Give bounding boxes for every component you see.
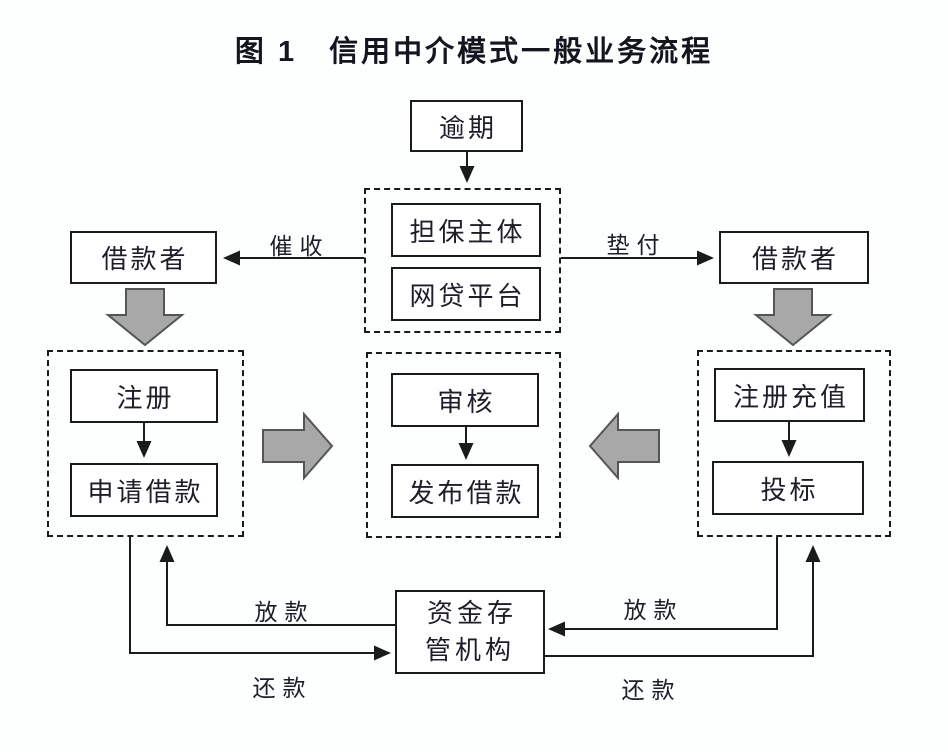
node-bid: 投标 [712,461,864,515]
block-arrow-right [262,411,334,481]
edge-label-disburse-right: 放款 [623,598,684,623]
node-apply-loan: 申请借款 [70,463,218,517]
node-register-recharge: 注册充值 [714,368,865,422]
edge-label-repay-left: 还款 [252,676,313,701]
node-fund-custodian: 资金存管机构 [395,590,545,674]
block-arrow-down-right [753,288,833,347]
node-guarantor: 担保主体 [391,203,541,257]
edge-label-disburse-left: 放款 [254,600,315,625]
fund-custodian-label: 资金存管机构 [424,598,518,665]
node-borrower-right: 借款者 [719,231,869,284]
group-platform-entities [364,188,561,333]
node-review: 审核 [391,373,539,427]
edge-label-advance-payment: 垫付 [606,233,667,258]
node-overdue: 逾期 [410,100,523,152]
group-investor-actions [697,350,891,537]
block-arrow-left [588,411,660,481]
figure-title: 图 1 信用中介模式一般业务流程 [234,36,714,68]
block-arrow-down-left [105,288,185,347]
node-publish-loan: 发布借款 [391,464,539,518]
node-borrower-left: 借款者 [70,231,217,284]
node-lending-platform: 网贷平台 [391,267,541,321]
group-borrower-actions [47,350,244,537]
edge-label-collection: 催收 [269,234,330,259]
node-register: 注册 [70,369,218,423]
edge-label-repay-right: 还款 [621,678,682,703]
group-platform-actions [366,352,561,538]
